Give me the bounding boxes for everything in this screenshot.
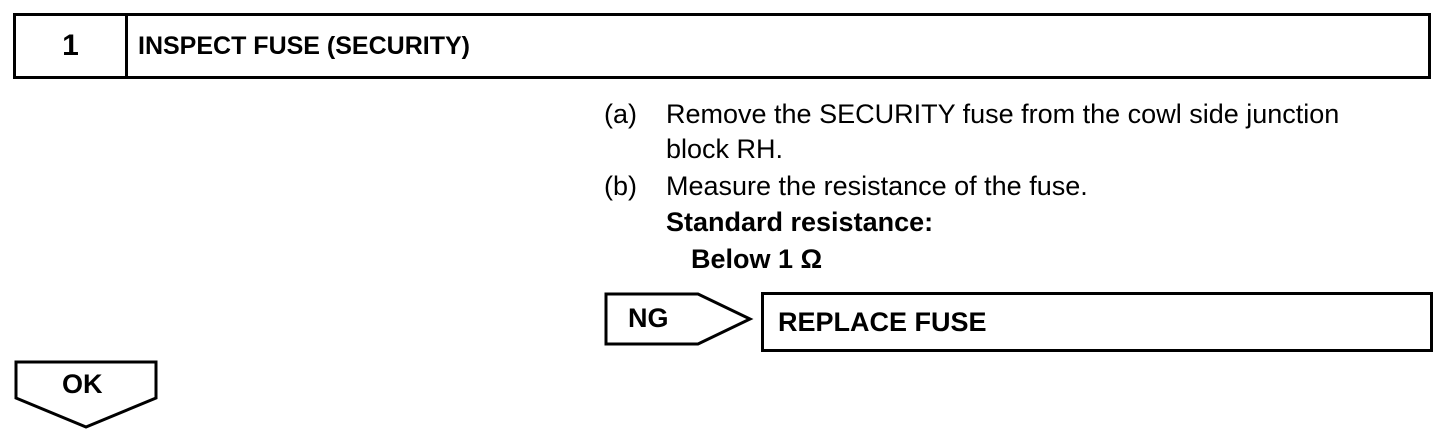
step-header: 1 INSPECT FUSE (SECURITY) [13,13,1431,79]
step-title: INSPECT FUSE (SECURITY) [138,31,470,60]
spec-value-text: Below 1 Ω [691,244,823,274]
spec-title-text: Standard resistance: [666,207,934,237]
ng-label: NG [628,303,669,333]
procedure-a-line2: block RH. [666,134,784,164]
procedure-b-line1: Measure the resistance of the fuse. [666,171,1088,201]
procedure-b-label: (b) [604,171,637,201]
ng-arrow-shape [604,292,754,346]
ok-label: OK [62,369,103,399]
ng-arrow: NG [604,292,754,346]
procedure-a-line1: Remove the SECURITY fuse from the cowl s… [666,99,1340,129]
ok-arrow-shape [14,360,158,429]
ng-action-box: REPLACE FUSE [761,292,1433,352]
procedure-a-label: (a) [604,99,637,129]
ok-arrow: OK [14,360,159,430]
step-number: 1 [16,16,128,76]
